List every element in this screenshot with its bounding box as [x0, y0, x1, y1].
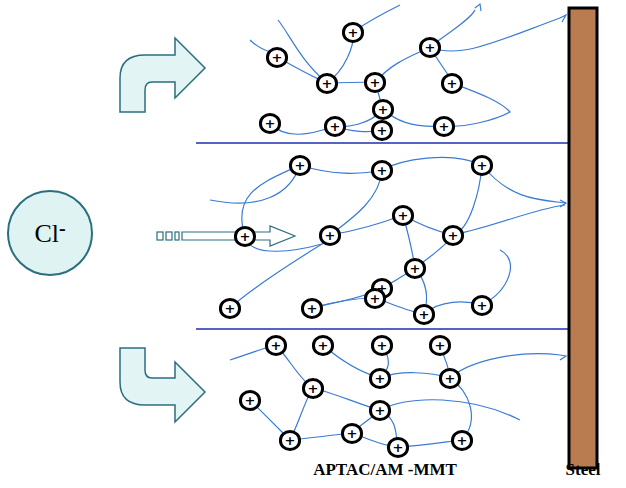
charge-sign: +: [377, 339, 388, 352]
charge-sign: +: [448, 229, 459, 242]
charge-sign: +: [477, 299, 488, 312]
charge-sign: +: [445, 372, 456, 385]
cation-site: +: [266, 47, 289, 68]
cation-site: +: [364, 288, 387, 309]
charge-sign: +: [410, 262, 421, 275]
cation-site: +: [371, 120, 394, 141]
charge-sign: +: [398, 209, 409, 222]
deflect-arrow: [120, 348, 205, 422]
charge-sign: +: [240, 230, 251, 243]
charge-sign: +: [425, 41, 436, 54]
charge-sign: +: [477, 159, 488, 172]
dash: [157, 232, 163, 240]
cation-site: +: [364, 72, 387, 93]
cation-site: +: [371, 335, 394, 356]
charge-sign: +: [393, 441, 404, 454]
cation-site: +: [441, 73, 464, 94]
charge-sign: +: [325, 229, 336, 242]
cation-site: +: [319, 225, 342, 246]
ion-charge: -: [59, 217, 66, 239]
charge-sign: +: [307, 302, 318, 315]
charge-sign: +: [347, 427, 358, 440]
charge-sign: +: [322, 77, 333, 90]
ion-symbol: Cl: [34, 219, 59, 248]
cation-site: +: [451, 430, 474, 451]
clay-layer-line: [196, 328, 568, 330]
cation-site: +: [471, 155, 494, 176]
charge-sign: +: [285, 434, 296, 447]
charge-sign: +: [245, 394, 256, 407]
cation-site: +: [302, 378, 325, 399]
cation-site: +: [433, 116, 456, 137]
charge-sign: +: [272, 51, 283, 64]
cation-site: +: [316, 73, 339, 94]
charge-sign: +: [447, 77, 458, 90]
ion-formula: Cl-: [34, 217, 65, 248]
cation-site: +: [372, 99, 395, 120]
charge-sign: +: [457, 434, 468, 447]
chain-arrowhead: [560, 200, 566, 207]
dash: [166, 232, 172, 240]
cation-site: +: [312, 335, 335, 356]
charge-sign: +: [318, 339, 329, 352]
charge-sign: +: [435, 339, 446, 352]
charge-sign: +: [375, 404, 386, 417]
charge-sign: +: [348, 26, 359, 39]
cation-site: +: [324, 116, 347, 137]
charge-sign: +: [330, 120, 341, 133]
cation-site: +: [342, 22, 365, 43]
clay-layer-line: [196, 142, 568, 144]
deflect-arrow: [120, 38, 205, 112]
charge-sign: +: [419, 308, 430, 321]
chain-arrow: [482, 165, 566, 203]
cation-site: +: [392, 205, 415, 226]
cation-site: +: [259, 113, 282, 134]
charge-sign: +: [271, 339, 282, 352]
cation-site: +: [413, 304, 436, 325]
cation-site: +: [279, 430, 302, 451]
cation-site: +: [471, 295, 494, 316]
charge-sign: +: [375, 372, 386, 385]
cation-site: +: [371, 160, 394, 181]
cation-site: +: [369, 368, 392, 389]
cation-site: +: [341, 423, 364, 444]
charge-sign: +: [439, 120, 450, 133]
cation-site: +: [219, 298, 242, 319]
cation-site: +: [442, 225, 465, 246]
cation-site: +: [301, 298, 324, 319]
material-label: APTAC/AM -MMT: [313, 460, 457, 480]
cation-site: +: [289, 155, 312, 176]
cation-site: +: [419, 37, 442, 58]
cation-site: +: [369, 400, 392, 421]
steel-plate: [569, 8, 597, 468]
cation-site: +: [404, 258, 427, 279]
charge-sign: +: [370, 76, 381, 89]
charge-sign: +: [377, 164, 388, 177]
ion-circle: Cl-: [7, 190, 93, 276]
cation-site: +: [429, 335, 452, 356]
charge-sign: +: [377, 124, 388, 137]
cation-site: +: [439, 368, 462, 389]
charge-sign: +: [308, 382, 319, 395]
charge-sign: +: [295, 159, 306, 172]
dash: [175, 232, 179, 240]
cation-site: +: [239, 390, 262, 411]
charge-sign: +: [370, 292, 381, 305]
polymer-chains: [210, 5, 565, 447]
cation-site: +: [234, 226, 257, 247]
charge-sign: +: [225, 302, 236, 315]
steel-label: Steel: [566, 460, 601, 480]
cation-site: +: [265, 335, 288, 356]
charge-sign: +: [378, 103, 389, 116]
penetration-arrow: [182, 226, 295, 246]
cation-site: +: [387, 437, 410, 458]
charge-sign: +: [265, 117, 276, 130]
